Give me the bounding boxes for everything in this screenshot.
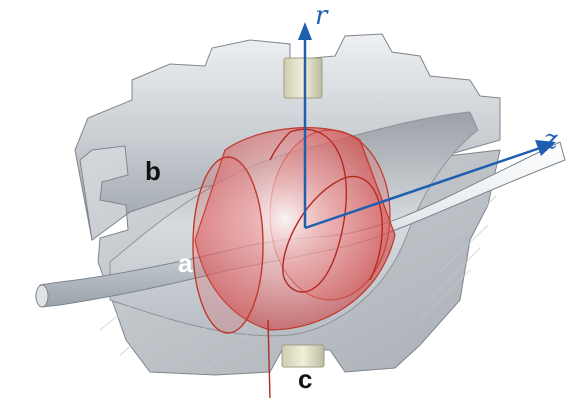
label-insert-c: c	[298, 364, 312, 394]
housing-hatching	[99, 195, 497, 375]
helical-wire	[267, 128, 383, 399]
insert-top	[283, 57, 323, 99]
label-fiber-a: a	[178, 248, 193, 278]
r-axis-label: r	[315, 1, 329, 31]
label-housing-b: b	[145, 156, 161, 186]
wire-helix	[282, 128, 383, 293]
wire-lead-bottom	[267, 319, 271, 399]
fiber-end-cap	[35, 284, 49, 308]
r-axis-arrowhead	[298, 22, 312, 40]
z-axis-arrowhead	[535, 140, 556, 156]
field-cylinder-front	[192, 156, 264, 334]
insert-bottom	[281, 344, 325, 368]
coordinate-axes	[298, 22, 556, 230]
wire-lead-top	[269, 131, 291, 161]
z-axis-label: z	[543, 125, 558, 155]
z-axis-line	[304, 146, 541, 230]
